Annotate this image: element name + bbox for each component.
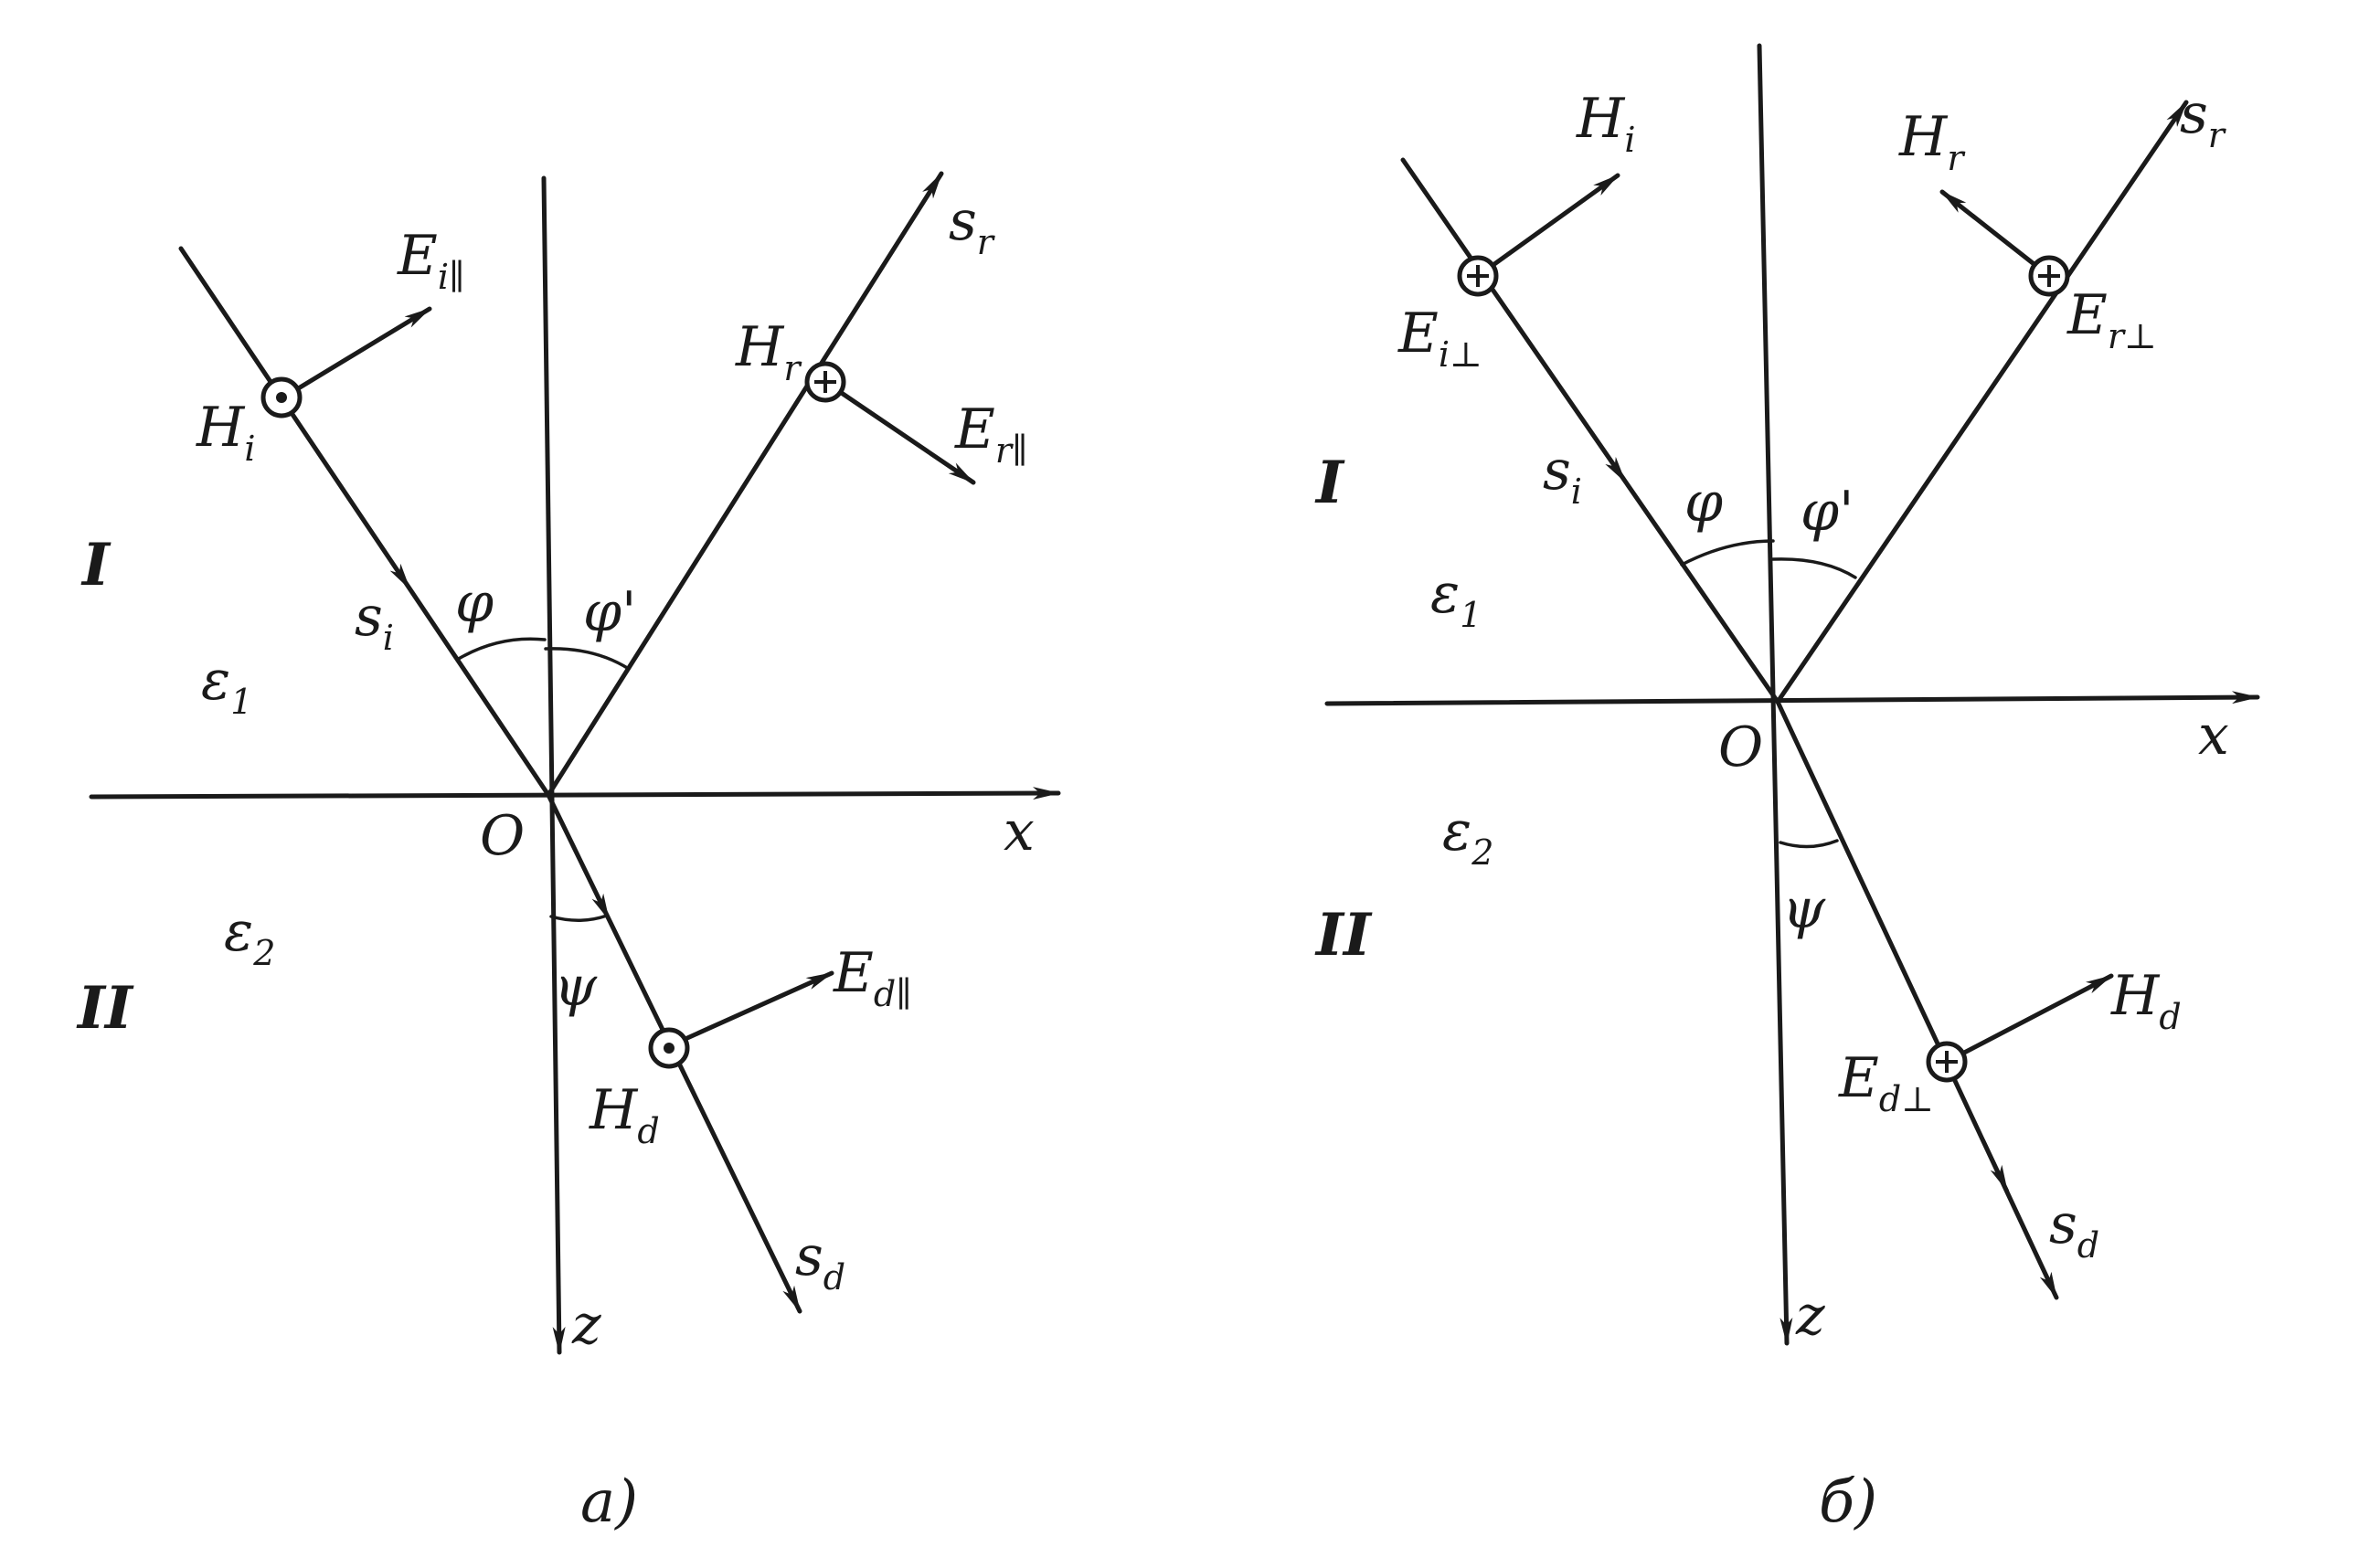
angle-arc-phi-prime [1771,557,1857,579]
axis-x-label: x [1004,800,1035,863]
s-i-label: si [1543,439,1582,512]
H-r-vector [1939,189,2052,279]
H-d-vector [1944,973,2114,1065]
H-i-label: Hi [1576,87,1635,160]
angle-arc-phi [455,637,547,662]
region-I-label: I [80,531,112,599]
region-II-label: II [1314,901,1373,969]
s-d-label: sd [2049,1192,2099,1266]
phi-prime-label: φ' [1801,480,1854,544]
phi-prime-label: φ' [583,580,637,644]
caption-b: б) [1819,1468,1877,1536]
s-r-label: sr [949,189,996,262]
origin-label: O [480,804,525,868]
origin-label: O [1718,715,1763,779]
z-axis [541,175,566,1355]
E-r-perp-label: Er⊥ [2066,283,2157,356]
E-r-perp-into-plane-icon [2028,255,2070,297]
region-I-label: I [1314,449,1345,517]
eps-1-label: ε1 [1430,562,1482,635]
H-d-out-of-plane-icon [648,1027,690,1069]
s-i-label: si [355,585,394,658]
E-r-parallel-label: Er∥ [954,397,1028,471]
E-d-perp-into-plane-icon [1926,1041,1968,1083]
E-d-parallel-label: Ed∥ [833,941,912,1014]
axis-z-label: z [1795,1284,1825,1348]
psi-label: ψ [554,955,598,1019]
phi-label: φ [455,571,494,635]
s-d-label: sd [795,1224,845,1298]
incident-direction-arrow [1588,429,1627,483]
H-r-label: Hr [1898,105,1966,178]
region-II-label: II [76,974,134,1043]
transmitted-direction-arrow [1981,1139,2009,1192]
E-i-parallel-label: Ei∥ [397,224,465,297]
phi-label: φ [1684,471,1723,535]
axis-x-label: x [2198,704,2229,768]
H-i-label: Hi [196,396,255,469]
E-i-parallel-vector [281,306,432,400]
incident-ray [178,246,551,798]
eps-2-label: ε2 [1442,800,1493,873]
E-i-perp-into-plane-icon [1457,255,1499,297]
x-axis [1324,691,2260,706]
transmitted-direction-arrow [583,868,611,921]
H-i-vector [1475,173,1620,279]
psi-label: ψ [1782,877,1826,941]
angle-arc-phi-prime [544,647,631,671]
E-d-parallel-vector [666,970,834,1049]
H-d-label: Hd [2110,964,2182,1037]
x-axis [89,787,1061,800]
H-r-into-plane-icon [804,361,846,403]
caption-a: а) [580,1468,638,1536]
H-r-label: Hr [735,315,802,388]
angle-arc-psi [549,914,609,922]
angle-arc-psi [1779,839,1839,849]
incident-direction-arrow [373,535,411,590]
H-d-label: Hd [589,1078,660,1151]
s-r-label: sr [2180,82,2227,155]
axis-z-label: z [571,1293,601,1357]
eps-2-label: ε2 [224,900,275,973]
E-i-perp-label: Ei⊥ [1397,302,1482,375]
reflected-ray [1775,100,2189,705]
panel-a: x z O I II ε1 ε2 φ φ' ψ si sr sd Hi Hr H… [76,171,1061,1536]
H-i-out-of-plane-icon [260,376,303,418]
eps-1-label: ε1 [201,649,252,722]
panel-b: x z O I II ε1 ε2 φ φ' ψ si sr sd Hi Hr H… [1314,43,2260,1536]
reflected-ray [546,171,944,798]
angle-arc-phi [1680,539,1775,567]
E-d-perp-label: Ed⊥ [1838,1046,1934,1119]
transmitted-ray [1775,699,2059,1300]
E-r-parallel-vector [823,379,976,485]
